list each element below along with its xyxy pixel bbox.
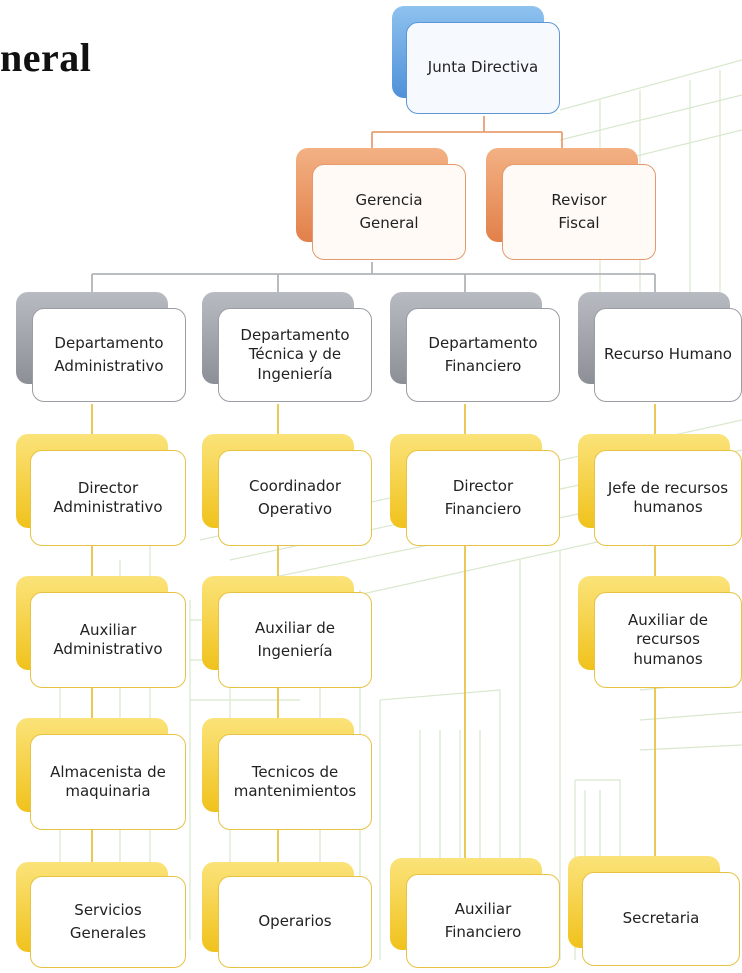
node-label: Jefe de recursos humanos [594, 450, 742, 546]
node-label: Operarios [218, 876, 372, 968]
node-label: Coordinador Operativo [218, 450, 372, 546]
node-departamento-tecnica: Departamento Técnica y de Ingeniería [202, 292, 374, 404]
node-label: Director Administrativo [30, 450, 186, 546]
node-secretaria: Secretaria [568, 856, 742, 968]
node-label: Junta Directiva [406, 22, 560, 114]
node-auxiliar-financiero: Auxiliar Financiero [390, 858, 562, 970]
node-coordinador-operativo: Coordinador Operativo [202, 434, 374, 548]
node-label: Auxiliar de Ingeniería [218, 592, 372, 688]
node-label: Gerencia General [312, 164, 466, 260]
node-label: Servicios Generales [30, 876, 186, 968]
node-tecnicos-de-mantenimientos: Tecnicos de mantenimientos [202, 718, 374, 832]
node-auxiliar-de-recursos-humanos: Auxiliar de recursos humanos [578, 576, 742, 690]
node-director-financiero: Director Financiero [390, 434, 562, 548]
node-revisor-fiscal: Revisor Fiscal [486, 148, 658, 262]
node-auxiliar-administrativo: Auxiliar Administrativo [16, 576, 188, 690]
node-label: Auxiliar Administrativo [30, 592, 186, 688]
node-label: Secretaria [582, 872, 740, 966]
node-label: Recurso Humano [594, 308, 742, 402]
node-label: Director Financiero [406, 450, 560, 546]
node-auxiliar-de-ingenieria: Auxiliar de Ingeniería [202, 576, 374, 690]
node-label: Departamento Administrativo [32, 308, 186, 402]
node-departamento-financiero: Departamento Financiero [390, 292, 562, 404]
node-junta-directiva: Junta Directiva [392, 6, 562, 116]
node-label: Auxiliar de recursos humanos [594, 592, 742, 688]
node-label: Revisor Fiscal [502, 164, 656, 260]
node-label: Departamento Financiero [406, 308, 560, 402]
node-label: Tecnicos de mantenimientos [218, 734, 372, 830]
node-operarios: Operarios [202, 862, 374, 970]
node-gerencia-general: Gerencia General [296, 148, 468, 262]
page-title: neral [0, 35, 92, 80]
node-label: Auxiliar Financiero [406, 874, 560, 968]
node-departamento-administrativo: Departamento Administrativo [16, 292, 188, 404]
node-jefe-de-recursos-humanos: Jefe de recursos humanos [578, 434, 742, 548]
node-director-administrativo: Director Administrativo [16, 434, 188, 548]
node-almacenista-de-maquinaria: Almacenista de maquinaria [16, 718, 188, 832]
node-recurso-humano: Recurso Humano [578, 292, 742, 404]
node-servicios-generales: Servicios Generales [16, 862, 188, 970]
node-label: Departamento Técnica y de Ingeniería [218, 308, 372, 402]
node-label: Almacenista de maquinaria [30, 734, 186, 830]
